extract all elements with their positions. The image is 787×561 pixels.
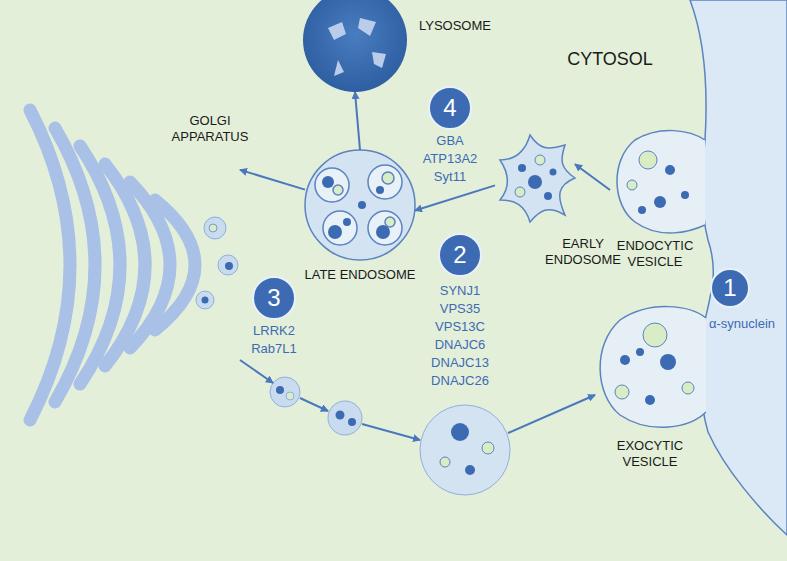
arrow-segment: [355, 92, 360, 150]
callout-digit: 2: [440, 243, 480, 267]
callout-number: 3: [252, 276, 296, 320]
callout-digit: 4: [430, 96, 470, 120]
extracellular-space: [690, 0, 787, 535]
organelle-node: LATE ENDOSOME: [305, 150, 415, 260]
gene-label: SYNJ1: [440, 283, 480, 299]
flow-arrow: [575, 164, 610, 190]
early-endosome-shape: [500, 135, 575, 222]
callout-digit: 1: [712, 276, 748, 300]
gene-label: DNAJC6: [435, 337, 486, 353]
flow-arrow: [415, 185, 495, 210]
gene-label: DNAJC13: [431, 355, 489, 371]
exocytic-pouch: [600, 307, 706, 428]
gene-label: α-synuclein: [709, 316, 775, 332]
lysosome-shape: [303, 0, 407, 92]
callout-number: 1: [710, 268, 750, 308]
organelle-node: LYSOSOME: [300, 0, 410, 92]
organelle-label: LATE ENDOSOME: [280, 267, 440, 283]
organelle-label: GOLGI APPARATUS: [160, 113, 260, 145]
secretory-vesicles: [270, 377, 510, 495]
organelle-node: EXOCYTIC VESICLE: [595, 305, 705, 430]
callout-digit: 3: [254, 286, 294, 310]
arrow-segment: [508, 395, 595, 433]
callout-number: 4: [428, 86, 472, 130]
arrow-segment: [575, 164, 610, 190]
arrow-segment: [300, 398, 328, 411]
organelle-label: EXOCYTIC VESICLE: [595, 438, 705, 470]
organelle-label: EARLY ENDOSOME: [543, 236, 623, 268]
arrow-segment: [240, 170, 305, 190]
flow-arrow: [355, 92, 360, 150]
gene-label: LRRK2: [253, 323, 295, 339]
organelle-label: ENDOCYTIC VESICLE: [610, 238, 700, 270]
gene-label: Syt11: [434, 169, 466, 185]
golgi-stack: [30, 110, 195, 420]
flow-arrow: [240, 170, 305, 190]
gene-label: Rab7L1: [251, 341, 297, 357]
arrow-segment: [415, 185, 495, 210]
region-label: CYTOSOL: [567, 48, 653, 70]
gene-label: ATP13A2: [423, 151, 478, 167]
callout-number: 2: [438, 233, 482, 277]
late-endosome-shape: [305, 150, 415, 260]
organelle-label: LYSOSOME: [415, 18, 495, 34]
organelle-node: GOLGI APPARATUS: [10, 95, 240, 415]
golgi-vesicles: [196, 217, 238, 309]
gene-label: DNAJC26: [431, 373, 489, 389]
arrow-segment: [240, 360, 273, 383]
flow-arrow: [240, 360, 595, 440]
organelle-node: EARLY ENDOSOME: [495, 132, 575, 224]
endocytic-pouch: [617, 131, 705, 233]
gene-label: VPS13C: [435, 319, 485, 335]
gene-label: GBA: [436, 133, 463, 149]
arrow-segment: [362, 424, 420, 440]
organelle-node: ENDOCYTIC VESICLE: [610, 130, 702, 230]
gene-label: VPS35: [440, 301, 480, 317]
